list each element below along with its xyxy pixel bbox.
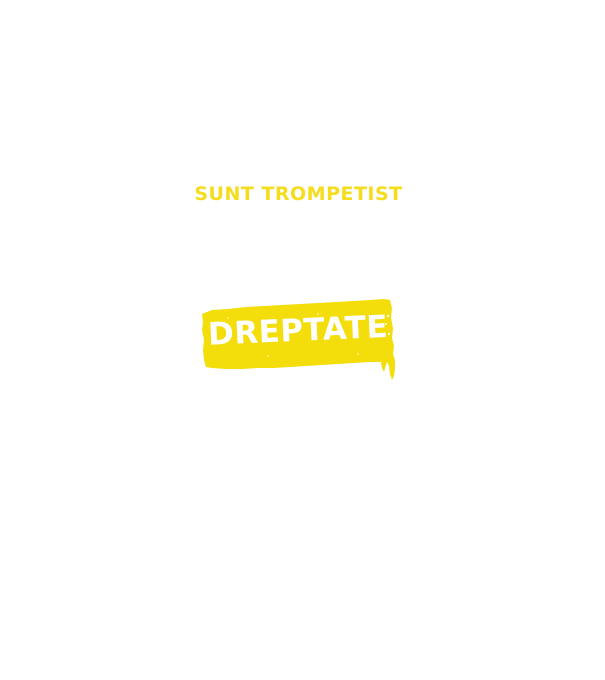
paint-brush-stroke-icon <box>202 299 395 380</box>
badge-label: DREPTATE! <box>207 308 404 353</box>
badge: DREPTATE! <box>198 296 404 384</box>
headline-text: SUNT TROMPETIST <box>194 183 403 205</box>
